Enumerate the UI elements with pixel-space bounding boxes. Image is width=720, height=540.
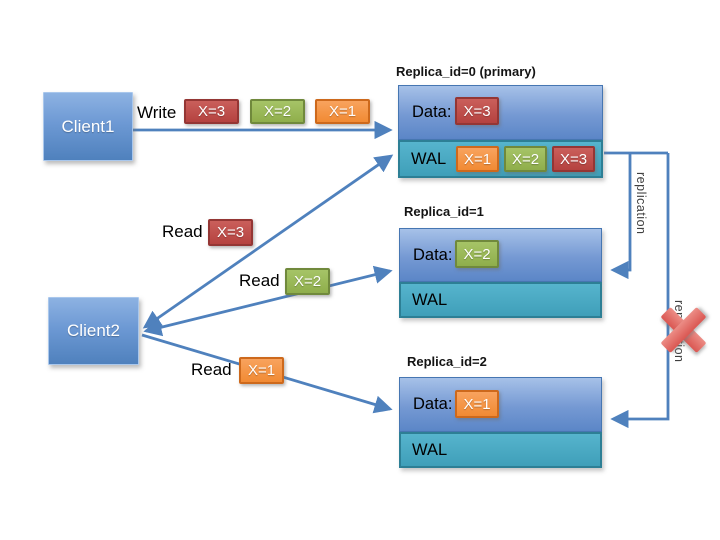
- replica1-wal-bar: WAL: [399, 282, 602, 318]
- replica1-data-label: Data:: [413, 245, 453, 264]
- client1-box: Client1: [43, 92, 133, 161]
- replica2-data-label: Data:: [413, 395, 453, 413]
- replica2-wal-bar: WAL: [399, 432, 602, 468]
- replica0-wal-label: WAL: [411, 149, 447, 168]
- client2-box: Client2: [48, 297, 139, 365]
- red-x-cross-icon: [660, 307, 707, 353]
- write-badge-x3: X=3: [184, 99, 239, 124]
- replica2-title: Replica_id=2: [407, 354, 487, 369]
- read-label-x3: Read: [162, 222, 203, 241]
- replica1-title: Replica_id=1: [404, 204, 484, 219]
- replica1-wal-label: WAL: [412, 290, 448, 309]
- replica0-data-badge: X=3: [455, 97, 499, 125]
- read-label-x2: Read: [239, 271, 280, 290]
- write-badge-x2: X=2: [250, 99, 305, 124]
- client2-label: Client2: [67, 321, 120, 340]
- replica0-wal-badge-x3: X=3: [552, 146, 595, 172]
- replica0-data-label: Data:: [412, 103, 452, 121]
- replica1-data-box: Data:: [399, 228, 602, 282]
- read-label-x1: Read: [191, 360, 232, 379]
- replica0-title: Replica_id=0 (primary): [396, 64, 536, 79]
- replica0-wal-badge-x1: X=1: [456, 146, 499, 172]
- replica2-data-box: Data:: [399, 377, 602, 432]
- replica2-data-badge: X=1: [455, 390, 499, 418]
- replica1-data-badge: X=2: [455, 240, 499, 268]
- read-badge-x2: X=2: [285, 268, 330, 295]
- write-label: Write: [137, 103, 177, 122]
- replication-label-top: replication: [634, 172, 648, 235]
- replica0-data-box: Data:: [398, 85, 603, 140]
- write-badge-x1: X=1: [315, 99, 370, 124]
- read-badge-x3: X=3: [208, 219, 253, 246]
- client1-label: Client1: [61, 116, 115, 136]
- read-arrow-replica1: [143, 265, 393, 337]
- replication-arrow-replica1: [610, 153, 632, 280]
- replica0-wal-badge-x2: X=2: [504, 146, 547, 172]
- replication-arrow-replica2: [610, 153, 670, 429]
- replica2-wal-label: WAL: [412, 440, 448, 459]
- read-badge-x1: X=1: [239, 357, 284, 384]
